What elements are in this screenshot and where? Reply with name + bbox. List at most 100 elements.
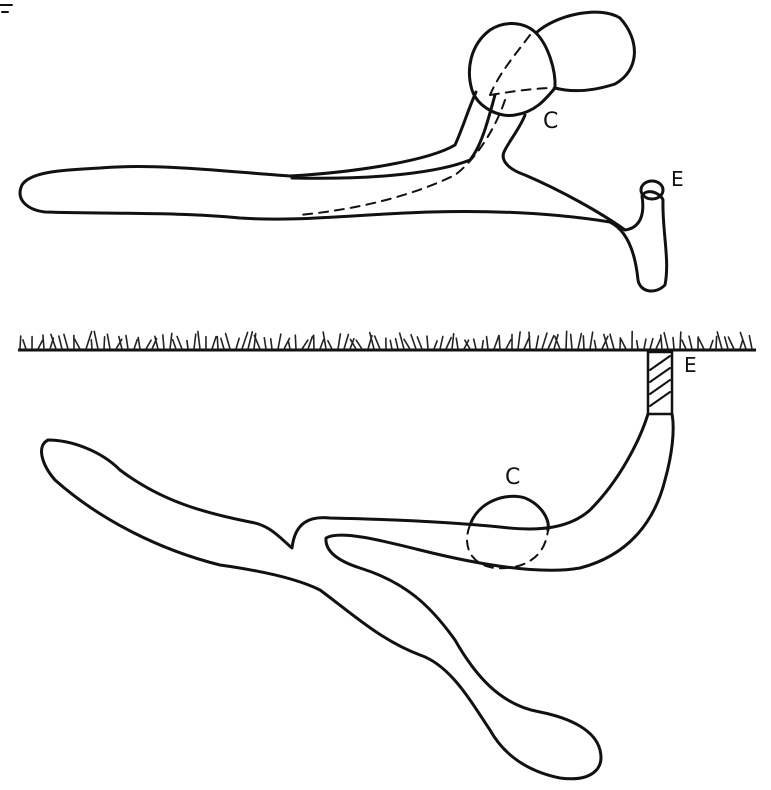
grass-blade	[163, 335, 164, 349]
cropped-label-fragment	[0, 5, 12, 12]
grass-blade	[499, 336, 500, 349]
grass-blade	[656, 338, 661, 349]
grass-blade	[308, 336, 312, 349]
grass-blade	[661, 335, 662, 349]
grass-blade	[536, 336, 538, 349]
grass-blade	[320, 340, 324, 349]
grass-blade	[411, 335, 416, 349]
grass-tufts	[20, 331, 752, 349]
grass-blade	[271, 339, 272, 349]
grass-blade	[680, 332, 681, 349]
grass-blade	[566, 331, 567, 349]
grass-blade	[456, 338, 458, 349]
grass-blade	[328, 341, 332, 349]
grass-blade	[650, 339, 653, 349]
grass-blade	[170, 333, 172, 349]
grass-blade	[134, 339, 137, 349]
grass-blade	[212, 337, 216, 349]
grass-blade	[452, 334, 454, 349]
grass-blade	[506, 340, 511, 349]
entrance-plug-hatching	[650, 356, 670, 406]
grass-blade	[38, 340, 43, 349]
top-dashed-passage	[300, 35, 555, 215]
top-tunnel-outline	[20, 92, 667, 291]
grass-blade	[248, 332, 252, 349]
grass-blade	[716, 336, 717, 349]
grass-blade	[91, 340, 92, 349]
grass-blade	[494, 336, 499, 349]
bottom-chamber-label: C	[505, 465, 520, 490]
grass-blade	[698, 338, 704, 349]
grass-blade	[94, 331, 98, 349]
grass-blade	[236, 338, 239, 349]
grass-blade	[710, 340, 713, 349]
grass-blade	[482, 341, 483, 349]
grass-blade	[400, 333, 404, 349]
grass-blade	[198, 331, 200, 349]
grass-blade	[644, 339, 646, 349]
grass-blade	[434, 341, 437, 349]
top-tunnel-inner-line	[292, 95, 495, 178]
top-entrance-opening	[641, 181, 663, 199]
grass-blade	[173, 340, 176, 349]
grass-blade	[446, 338, 451, 349]
grass-blade	[487, 337, 488, 349]
grass-blade	[295, 335, 296, 349]
grass-blade	[390, 340, 392, 349]
grass-blade	[682, 340, 686, 349]
grass-blade	[518, 332, 520, 349]
grass-blade	[217, 336, 218, 349]
grass-blade	[404, 339, 410, 349]
grass-blade	[637, 341, 638, 349]
grass-blade	[664, 333, 668, 349]
bottom-tunnel-outline	[42, 414, 674, 779]
grass-blade	[474, 339, 476, 349]
grass-blade	[226, 334, 230, 349]
grass-blade	[59, 336, 62, 349]
grass-blade	[242, 332, 248, 349]
grass-blade	[64, 334, 68, 349]
grass-blade	[583, 336, 584, 349]
grass-blade	[427, 336, 428, 349]
top-burrow-figure: C E	[20, 12, 684, 291]
grass-blade	[278, 334, 281, 349]
grass-blade	[194, 334, 196, 349]
grass-blade	[417, 337, 422, 349]
grass-blade	[344, 334, 348, 349]
grass-blade	[138, 337, 140, 349]
grass-blade	[288, 341, 290, 349]
grass-blade	[356, 340, 362, 349]
grass-blade	[740, 340, 743, 349]
grass-blade	[749, 336, 752, 349]
grass-blade	[725, 337, 728, 349]
grass-blade	[338, 334, 340, 349]
grass-blade	[594, 340, 596, 349]
grass-blade	[375, 336, 380, 349]
bottom-burrow-figure: C E	[42, 352, 697, 779]
grass-blade	[717, 332, 722, 349]
grass-blade	[177, 336, 182, 349]
bottom-entrance-label: E	[684, 353, 697, 377]
grass-blade	[673, 338, 674, 349]
grass-blade	[396, 339, 398, 349]
grass-blade	[75, 339, 80, 349]
grass-blade	[126, 336, 128, 349]
grass-blade	[20, 336, 21, 349]
top-chamber-label: C	[543, 109, 558, 134]
grass-blade	[221, 338, 224, 349]
grass-blade	[689, 336, 692, 349]
grass-blade	[23, 340, 26, 349]
grass-blade	[146, 340, 151, 349]
grass-blade	[264, 338, 266, 349]
grass-blade	[187, 341, 188, 349]
grass-blade	[104, 337, 105, 349]
grass-blade	[440, 336, 443, 349]
grass-blade	[620, 338, 626, 349]
grass-blade	[548, 336, 554, 349]
grass-blade	[590, 332, 593, 349]
grass-blade	[43, 335, 44, 349]
grass-blade	[529, 332, 530, 349]
grass-blade	[578, 333, 581, 349]
top-chamber-left-lobe	[536, 33, 555, 88]
